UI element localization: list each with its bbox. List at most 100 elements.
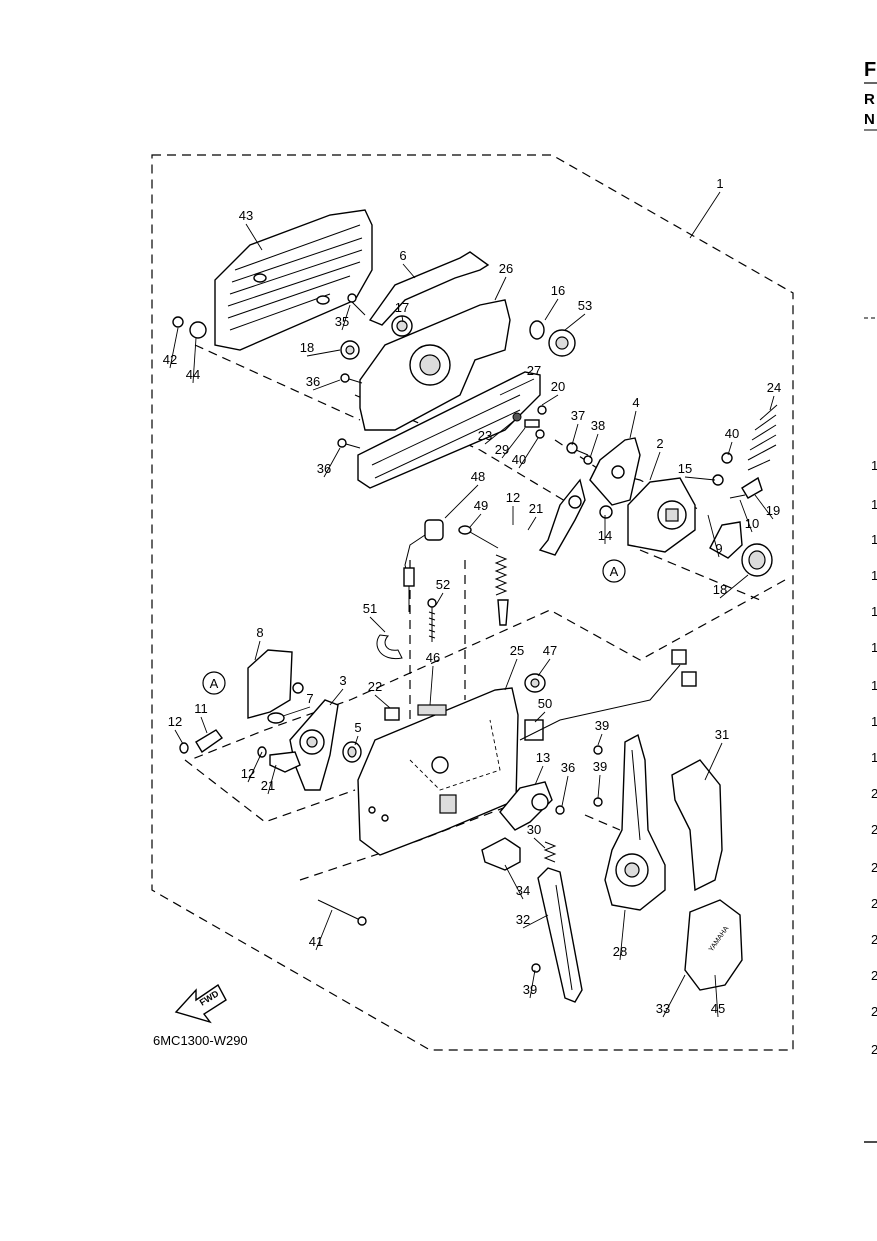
leader-line [267,764,277,795]
reference-marker-a: A [602,559,626,583]
edge-index-number: 2 [871,896,877,911]
callout-number-17: 17 [395,300,409,315]
part-30-spring [543,841,557,863]
header-letter-r: R [864,91,875,108]
edge-index-number: 2 [871,932,877,947]
leader-line [499,378,535,396]
leader-line [312,379,341,391]
leader-line [522,914,549,929]
part-26-inner-plate [359,299,511,431]
part-13-gear-segment [499,781,553,831]
callout-number-8: 8 [256,625,263,640]
leader-line [649,451,661,481]
leader-line [541,394,559,406]
callout-number-52: 52 [436,577,450,592]
leader-line [429,665,434,706]
leader-line [561,775,569,807]
leader-line [739,499,753,533]
leader-line [529,969,536,999]
callout-number-37: 37 [571,408,585,423]
edge-index-number: 2 [871,1004,877,1019]
leader-line [469,513,482,528]
assembly-boundary [151,154,794,1051]
callout-number-25: 25 [510,643,524,658]
part-33-cover: YAMAHA [684,899,743,991]
leader-line [754,494,774,520]
edge-index-number: 2 [871,1042,877,1057]
callout-number-6: 6 [399,248,406,263]
leader-line [707,514,720,558]
callout-number-46: 46 [426,650,440,665]
leader-line [369,616,386,633]
edge-index-number: 2 [871,968,877,983]
leader-line [704,742,723,781]
leader-line [518,437,539,469]
lower-left-hardware [179,712,362,773]
svg-text:A: A [210,676,219,691]
leader-line [329,688,344,706]
callout-number-18: 18 [713,582,727,597]
reference-marker-a: A [202,671,226,695]
edge-index-number: 1 [871,604,877,619]
leader-line [571,423,579,446]
part-43-grille-cover [214,209,373,351]
leader-line [504,658,518,691]
leader-line [254,640,261,661]
part-49-spring [458,525,509,626]
leader-line [192,337,197,384]
callout-number-15: 15 [678,461,692,476]
part-47-grommet [524,673,546,693]
callout-number-18: 18 [300,340,314,355]
leader-line [719,574,749,599]
edge-index-number: 1 [871,568,877,583]
diagram-code: 6MC1300-W290 [153,1033,248,1048]
leader-line [484,419,516,445]
part-46-label [417,704,447,716]
callout-number-29: 29 [495,442,509,457]
callout-number-33: 33 [656,1001,670,1016]
callout-number-31: 31 [715,727,729,742]
callout-number-10: 10 [745,516,759,531]
header-letter-n: N [864,111,875,128]
callout-number-39: 39 [593,759,607,774]
svg-text:A: A [610,564,619,579]
callout-number-36: 36 [561,760,575,775]
part-9-cam [709,521,743,559]
part-52-screw [427,598,437,642]
callout-number-30: 30 [527,822,541,837]
callout-number-44: 44 [186,367,200,382]
part-19-clip [741,476,763,499]
callout-number-41: 41 [309,934,323,949]
callout-number-32: 32 [516,912,530,927]
leader-line [374,694,391,709]
part-2-housing [627,477,696,553]
part-51-clip [376,634,403,660]
leader-line [534,765,544,786]
leader-line [401,315,404,323]
callout-number-36: 36 [306,374,320,389]
callout-number-53: 53 [578,298,592,313]
edge-index-number: 1 [871,640,877,655]
leader-line [727,441,733,456]
leader-line [537,658,551,677]
leader-line [534,711,546,723]
part-34-clip [481,837,521,871]
part-24-spring [747,404,778,471]
leader-line [544,298,559,321]
leader-line [501,427,526,459]
leader-line [341,304,351,331]
leader-line [684,476,716,481]
edge-index-number: 2 [871,822,877,837]
callout-number-35: 35 [335,314,349,329]
callout-number-39: 39 [595,718,609,733]
leader-line [597,774,601,799]
part-18-bushing [741,543,773,577]
wiring-harness [519,649,697,741]
callout-number-51: 51 [363,601,377,616]
leader-line [629,410,637,439]
leader-line [662,974,686,1018]
callout-number-19: 19 [766,503,780,518]
